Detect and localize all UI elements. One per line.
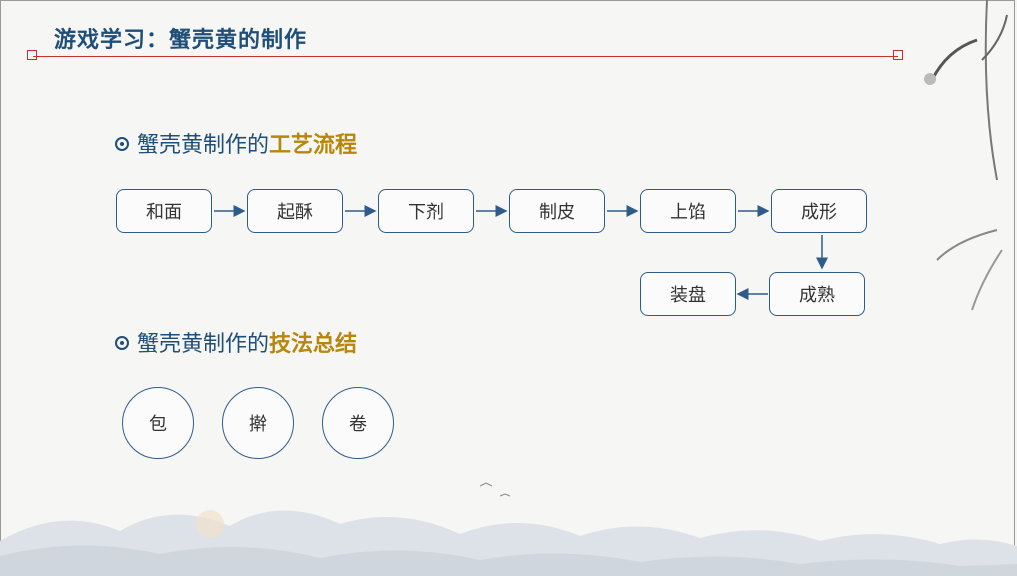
- step-box-3: 下剂: [378, 189, 474, 233]
- step-box-5: 上馅: [640, 189, 736, 233]
- technique-circle-2: 擀: [222, 387, 294, 459]
- page-title: 游戏学习：蟹壳黄的制作: [54, 28, 308, 53]
- target-bullet-icon: [115, 336, 129, 350]
- title-underline: [33, 56, 898, 57]
- rule-left-ornament: [27, 50, 37, 60]
- bamboo-decoration: [924, 0, 1008, 311]
- step-box-7: 成熟: [769, 272, 865, 316]
- section-technique-heading: 蟹壳黄制作的技法总结: [115, 326, 357, 358]
- step-box-1: 和面: [116, 189, 212, 233]
- technique-circle-3: 卷: [322, 387, 394, 459]
- step-box-6: 成形: [771, 189, 867, 233]
- rule-right-ornament: [893, 50, 903, 60]
- section-process-heading: 蟹壳黄制作的工艺流程: [115, 127, 357, 159]
- step-box-8: 装盘: [640, 272, 736, 316]
- target-bullet-icon: [115, 137, 129, 151]
- step-box-2: 起酥: [247, 189, 343, 233]
- technique-circle-1: 包: [122, 387, 194, 459]
- step-box-4: 制皮: [509, 189, 605, 233]
- mountain-decoration: [0, 482, 1017, 576]
